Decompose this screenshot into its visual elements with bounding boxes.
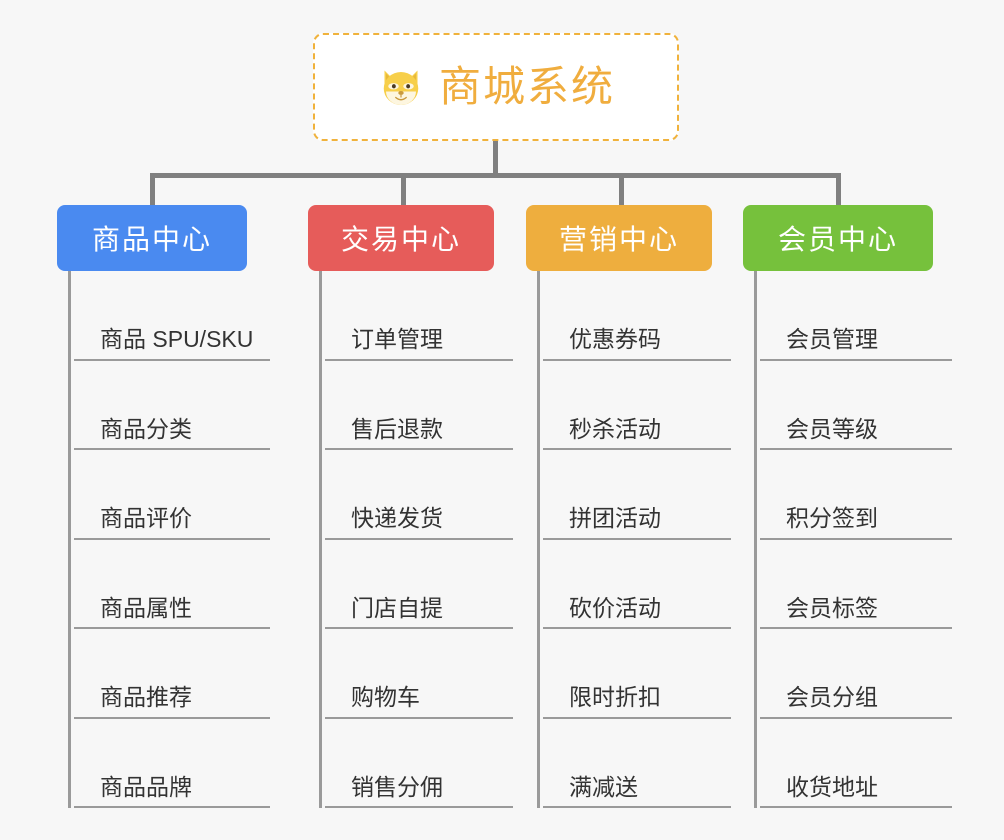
leaf-label: 会员标签: [760, 595, 952, 629]
connector-stem: [493, 141, 498, 175]
leaf-label: 订单管理: [325, 326, 513, 361]
branch-header-label-3: 会员中心: [777, 224, 898, 255]
leaf-label: 会员等级: [760, 416, 952, 450]
list-item[interactable]: 商品推荐: [74, 629, 270, 719]
leaf-label: 限时折扣: [543, 684, 731, 719]
leaf-label: 快递发货: [325, 505, 513, 540]
branch-product-center: 商品中心 商品 SPU/SKU 商品分类 商品评价 商品属性 商品推荐 商品品牌: [57, 205, 270, 808]
leaf-label: 秒杀活动: [543, 416, 731, 450]
branch-items-3: 会员管理 会员等级 积分签到 会员标签 会员分组 收货地址: [754, 271, 952, 808]
branch-marketing-center: 营销中心 优惠券码 秒杀活动 拼团活动 砍价活动 限时折扣 满减送: [526, 205, 731, 808]
connector-drop-1: [401, 173, 406, 205]
leaf-label: 销售分佣: [325, 774, 513, 808]
connector-drop-2: [619, 173, 624, 205]
leaf-label: 购物车: [325, 684, 513, 719]
root-node[interactable]: 商城系统: [313, 33, 679, 141]
connector-drop-3: [836, 173, 841, 205]
branch-header-0[interactable]: 商品中心: [57, 205, 247, 271]
list-item[interactable]: 商品分类: [74, 361, 270, 450]
list-item[interactable]: 砍价活动: [543, 540, 731, 629]
leaf-label: 积分签到: [760, 505, 952, 540]
list-item[interactable]: 商品品牌: [74, 719, 270, 808]
list-item[interactable]: 订单管理: [325, 271, 513, 361]
branch-items-2: 优惠券码 秒杀活动 拼团活动 砍价活动 限时折扣 满减送: [537, 271, 731, 808]
list-item[interactable]: 收货地址: [760, 719, 952, 808]
leaf-label: 满减送: [543, 774, 731, 808]
branch-header-label-1: 交易中心: [340, 224, 461, 255]
leaf-label: 商品评价: [74, 505, 270, 540]
list-item[interactable]: 购物车: [325, 629, 513, 719]
branch-items-1: 订单管理 售后退款 快递发货 门店自提 购物车 销售分佣: [319, 271, 513, 808]
leaf-label: 门店自提: [325, 595, 513, 629]
list-item[interactable]: 秒杀活动: [543, 361, 731, 450]
list-item[interactable]: 会员管理: [760, 271, 952, 361]
list-item[interactable]: 商品评价: [74, 450, 270, 540]
list-item[interactable]: 积分签到: [760, 450, 952, 540]
branch-header-label-2: 营销中心: [558, 224, 679, 255]
leaf-label: 会员分组: [760, 684, 952, 719]
leaf-label: 商品品牌: [74, 774, 270, 808]
list-item[interactable]: 快递发货: [325, 450, 513, 540]
branch-header-3[interactable]: 会员中心: [743, 205, 933, 271]
list-item[interactable]: 会员等级: [760, 361, 952, 450]
leaf-label: 售后退款: [325, 416, 513, 450]
shiba-inu-dog-face-icon: [383, 70, 419, 107]
list-item[interactable]: 会员标签: [760, 540, 952, 629]
branch-items-0: 商品 SPU/SKU 商品分类 商品评价 商品属性 商品推荐 商品品牌: [68, 271, 270, 808]
list-item[interactable]: 拼团活动: [543, 450, 731, 540]
leaf-label: 会员管理: [760, 326, 952, 361]
root-title: 商城系统: [438, 63, 615, 110]
list-item[interactable]: 会员分组: [760, 629, 952, 719]
list-item[interactable]: 满减送: [543, 719, 731, 808]
connector-drop-0: [150, 173, 155, 205]
leaf-label: 收货地址: [760, 774, 952, 808]
list-item[interactable]: 门店自提: [325, 540, 513, 629]
connector-horizontal-bar: [150, 173, 840, 178]
branch-trade-center: 交易中心 订单管理 售后退款 快递发货 门店自提 购物车 销售分佣: [308, 205, 513, 808]
leaf-label: 商品属性: [74, 595, 270, 629]
list-item[interactable]: 优惠券码: [543, 271, 731, 361]
branch-header-1[interactable]: 交易中心: [308, 205, 494, 271]
leaf-label: 商品分类: [74, 416, 270, 450]
leaf-label: 拼团活动: [543, 505, 731, 540]
list-item[interactable]: 销售分佣: [325, 719, 513, 808]
leaf-label: 优惠券码: [543, 326, 731, 361]
leaf-label: 商品推荐: [74, 684, 270, 719]
leaf-label: 商品 SPU/SKU: [74, 326, 270, 361]
branch-header-label-0: 商品中心: [91, 224, 212, 255]
list-item[interactable]: 商品 SPU/SKU: [74, 271, 270, 361]
leaf-label: 砍价活动: [543, 595, 731, 629]
list-item[interactable]: 限时折扣: [543, 629, 731, 719]
branch-header-2[interactable]: 营销中心: [526, 205, 712, 271]
branch-member-center: 会员中心 会员管理 会员等级 积分签到 会员标签 会员分组 收货地址: [743, 205, 952, 808]
list-item[interactable]: 商品属性: [74, 540, 270, 629]
list-item[interactable]: 售后退款: [325, 361, 513, 450]
